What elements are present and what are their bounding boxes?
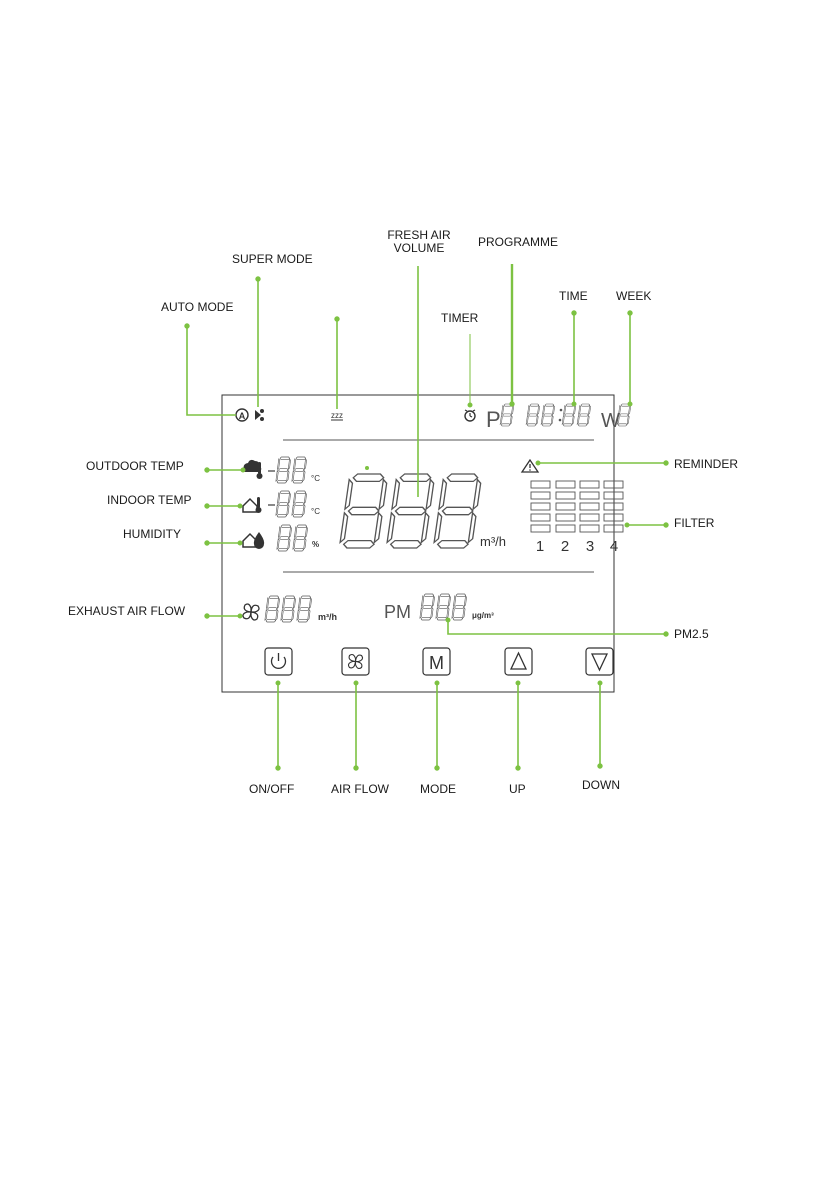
time-colon-bottom — [559, 419, 562, 422]
pm-digit-2 — [436, 594, 451, 620]
humidity-unit: % — [312, 540, 319, 549]
callout-leaders — [185, 264, 668, 770]
callout-filter: FILTER — [674, 517, 714, 530]
humidity-icon — [243, 532, 264, 549]
time-digit-4 — [577, 404, 591, 426]
reminder-warning-icon — [522, 460, 538, 472]
exhaust-digit-2 — [281, 596, 296, 622]
callout-up: UP — [509, 783, 526, 796]
callout-humidity: HUMIDITY — [123, 528, 181, 541]
fresh-air-digit-2 — [386, 474, 435, 548]
fresh-air-unit: m³/h — [480, 534, 506, 549]
exhaust-unit: m³/h — [318, 612, 337, 622]
filter-number-4: 4 — [610, 538, 618, 555]
callout-pm25: PM2.5 — [674, 628, 709, 641]
callout-mode: MODE — [420, 783, 456, 796]
mode-letter: M — [429, 653, 444, 673]
pm-unit: μg/m³ — [472, 611, 494, 620]
fresh-air-digit-3 — [433, 474, 482, 548]
time-colon-top — [560, 409, 563, 412]
filter-number-3: 3 — [586, 538, 594, 555]
callout-week: WEEK — [616, 290, 651, 303]
on-off-button[interactable] — [265, 648, 292, 675]
callout-time: TIME — [559, 290, 588, 303]
indoor-temp-icon — [243, 497, 262, 513]
callout-down: DOWN — [582, 779, 620, 792]
exhaust-digit-3 — [297, 596, 312, 622]
outdoor-temp-digit-1 — [276, 457, 291, 483]
callout-reminder: REMINDER — [674, 458, 738, 471]
up-button[interactable] — [505, 648, 532, 675]
outdoor-temp-icon — [243, 460, 262, 479]
indoor-temp-unit: °C — [311, 507, 320, 516]
time-digit-2 — [541, 404, 555, 426]
exhaust-fan-icon — [243, 604, 259, 620]
callout-air-flow: AIR FLOW — [331, 783, 389, 796]
pm-prefix: PM — [384, 602, 411, 622]
callout-super-mode: SUPER MODE — [232, 253, 313, 266]
down-button[interactable] — [586, 648, 613, 675]
callout-indoor-temp: INDOOR TEMP — [107, 494, 191, 507]
filter-number-2: 2 — [561, 538, 569, 555]
outdoor-temp-unit: °C — [311, 474, 320, 483]
callout-exhaust-air-flow: EXHAUST AIR FLOW — [68, 605, 185, 618]
callout-timer: TIMER — [441, 312, 478, 325]
programme-digit — [500, 404, 514, 426]
fresh-air-digit-1 — [339, 474, 388, 548]
pm-digit-3 — [452, 594, 467, 620]
humidity-digit-1 — [277, 525, 292, 551]
exhaust-digit-1 — [265, 596, 280, 622]
indoor-temp-digit-2 — [292, 491, 307, 517]
svg-text:zzz: zzz — [331, 411, 343, 420]
svg-text:A: A — [239, 411, 246, 421]
humidity-digit-2 — [293, 525, 308, 551]
time-digit-1 — [526, 404, 540, 426]
callout-auto-mode: AUTO MODE — [161, 301, 233, 314]
callout-fresh-air-volume: FRESH AIR VOLUME — [377, 229, 461, 255]
outdoor-temp-digit-2 — [292, 457, 307, 483]
week-prefix: W — [601, 410, 620, 432]
callout-programme: PROGRAMME — [478, 236, 558, 249]
sleep-icon: zzz — [331, 411, 343, 420]
fresh-air-indicator-dot — [365, 466, 369, 470]
air-flow-button[interactable] — [342, 648, 369, 675]
pm-digit-1 — [420, 594, 435, 620]
timer-icon — [465, 410, 475, 421]
indoor-temp-digit-1 — [276, 491, 291, 517]
callout-outdoor-temp: OUTDOOR TEMP — [86, 460, 184, 473]
callout-on-off: ON/OFF — [249, 783, 294, 796]
time-digit-3 — [562, 404, 576, 426]
programme-prefix: P — [486, 407, 501, 432]
filter-bar-grid — [531, 481, 623, 532]
filter-number-1: 1 — [536, 538, 544, 555]
super-mode-icon — [255, 409, 264, 421]
auto-mode-icon: A — [236, 409, 248, 421]
mode-button[interactable]: M — [423, 648, 450, 675]
